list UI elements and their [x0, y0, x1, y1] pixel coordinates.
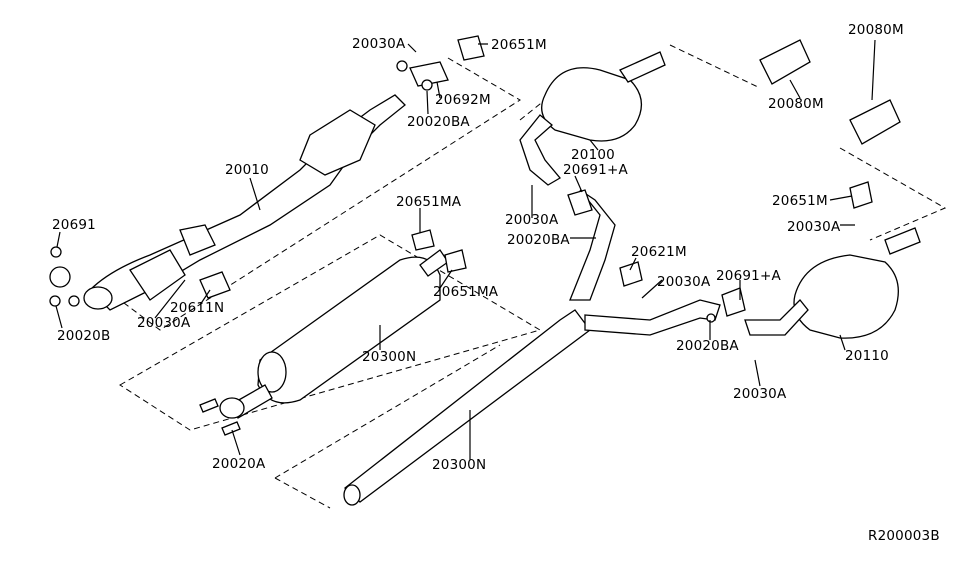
label-20300n-center: 20300N: [362, 349, 416, 365]
group-outline-rear: [519, 44, 947, 241]
label-20020ba-mid: 20020BA: [507, 232, 570, 248]
diagram-code: R200003B: [868, 528, 940, 544]
clamp-20020a-lower: [221, 421, 241, 436]
bracket-20611n: [199, 271, 231, 299]
label-20110: 20110: [845, 348, 889, 364]
label-20030a-rear: 20030A: [733, 386, 787, 402]
gasket-20691: [49, 266, 71, 288]
nut-20020b: [49, 295, 61, 307]
hanger-20621m: [619, 261, 643, 287]
label-20100: 20100: [571, 147, 615, 163]
mount-20651ma-lower: [444, 249, 467, 273]
tail-finisher-20080m-left: [759, 39, 811, 85]
tail-finisher-20080m-right: [849, 99, 901, 145]
mount-20651m: [457, 35, 485, 61]
group-outline-center-muffler: [119, 234, 542, 431]
label-20030a-front: 20030A: [137, 315, 191, 331]
front-tube-20300n: [343, 189, 721, 506]
gasket-20691a-rear: [721, 287, 746, 317]
group-outline-catalyst: [119, 57, 521, 331]
nut-20030a: [396, 60, 408, 72]
catalytic-converter-20010: [83, 94, 406, 311]
center-muffler-20300n: [219, 249, 449, 419]
label-20020b: 20020B: [57, 328, 110, 344]
nut-20020ba-rear: [706, 313, 716, 323]
mount-20651m-rear: [849, 181, 873, 209]
group-outline-front-tube: [274, 344, 501, 509]
label-20030a-mid: 20030A: [505, 212, 559, 228]
nut-20020ba: [421, 79, 433, 91]
clamp-20020a-upper: [199, 398, 219, 413]
label-20611n: 20611N: [170, 300, 224, 316]
label-20030a: 20030A: [352, 36, 406, 52]
nut-20691-upper: [50, 246, 62, 258]
label-20691a-upper: 20691+A: [563, 162, 628, 178]
mount-20651ma-upper: [411, 229, 435, 251]
flange-20691a: [567, 189, 593, 216]
label-20010: 20010: [225, 162, 269, 178]
label-20080m-left: 20080M: [768, 96, 824, 112]
label-20692m: 20692M: [435, 92, 491, 108]
label-20651ma-lower: 20651MA: [433, 284, 499, 300]
label-20621m: 20621M: [631, 244, 687, 260]
muffler-20110: [744, 227, 921, 339]
gasket-20692m: [409, 61, 449, 87]
label-20651m-rear: 20651M: [772, 193, 828, 209]
label-20691a-lower: 20691+A: [716, 268, 781, 284]
label-20020ba-rear: 20020BA: [676, 338, 739, 354]
label-20691: 20691: [52, 217, 96, 233]
label-20030a-rear-mount: 20030A: [787, 219, 841, 235]
label-20030a-hanger: 20030A: [657, 274, 711, 290]
label-20300n-front: 20300N: [432, 457, 486, 473]
label-20080m-right: 20080M: [848, 22, 904, 38]
label-20651m: 20651M: [491, 37, 547, 53]
muffler-20100: [519, 51, 666, 186]
leader-lines: [55, 39, 876, 460]
label-20020a: 20020A: [212, 456, 266, 472]
label-20020ba: 20020BA: [407, 114, 470, 130]
label-20651ma-upper: 20651MA: [396, 194, 462, 210]
nut-20020b-2: [68, 295, 80, 307]
